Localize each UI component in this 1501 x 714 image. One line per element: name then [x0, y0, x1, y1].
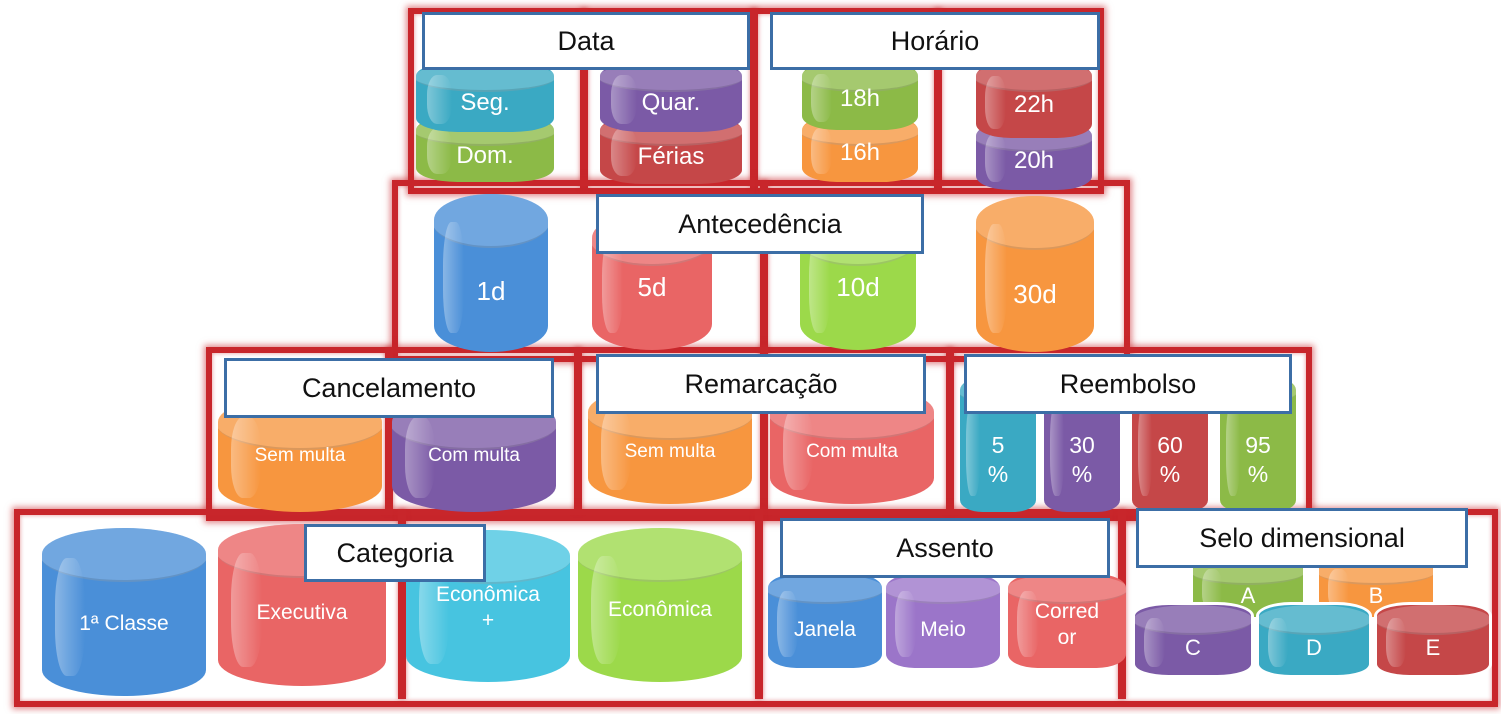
- label-data: Data: [422, 12, 750, 70]
- cylinder-label: Com multa: [428, 445, 520, 467]
- cylinder-selo-c: C: [1132, 602, 1254, 678]
- cylinder-selo-e: E: [1374, 602, 1492, 678]
- cylinder-label: C: [1185, 635, 1201, 661]
- label-antecedencia: Antecedência: [596, 194, 924, 254]
- shelf-bottom-divider: [398, 509, 406, 699]
- cylinder-label: 5 %: [987, 432, 1009, 487]
- cylinder-label: 20h: [1013, 147, 1055, 174]
- cylinder-label: A: [1240, 583, 1256, 609]
- cylinder-label: 1d: [476, 275, 506, 306]
- cylinder-corredor: Corred or: [1008, 574, 1126, 668]
- shelf-third-divider: [574, 347, 582, 512]
- cylinder-label: Sem multa: [624, 441, 716, 463]
- cylinder-seg: Seg.: [416, 62, 554, 132]
- cylinder-label: 30d: [1013, 278, 1057, 309]
- cylinder-label: 22h: [1013, 91, 1055, 118]
- cylinder-label: 10d: [836, 271, 880, 302]
- cylinder-label: Férias: [637, 143, 705, 170]
- cylinder-label: 60 %: [1157, 432, 1183, 487]
- cylinder-selo-d: D: [1256, 602, 1372, 678]
- shelf-third-divider: [760, 347, 768, 512]
- label-categoria: Categoria: [304, 524, 486, 582]
- cylinder-label: Quar.: [641, 89, 701, 116]
- cylinder-label: 1ª Classe: [79, 611, 169, 635]
- cylinder-label: Com multa: [806, 441, 898, 463]
- cylinder-economica-plus: Econômica +: [406, 530, 570, 682]
- cylinder-1d: 1d: [434, 194, 548, 352]
- cylinder-30d: 30d: [976, 196, 1094, 352]
- cylinder-label: Meio: [920, 617, 966, 641]
- shelf-bottom-divider: [755, 509, 763, 699]
- cylinder-economica: Econômica: [578, 528, 742, 682]
- cylinder-label: 95 %: [1245, 432, 1271, 487]
- label-assento: Assento: [780, 518, 1110, 578]
- cylinder-label: Corred or: [1034, 599, 1100, 649]
- label-remarcacao: Remarcação: [596, 354, 926, 414]
- cylinder-label: B: [1368, 583, 1384, 609]
- label-horario: Horário: [770, 12, 1100, 70]
- shelf-third-divider: [946, 347, 954, 512]
- cylinder-janela: Janela: [768, 574, 882, 668]
- cylinder-label: 5d: [637, 271, 667, 302]
- label-selo-dimensional: Selo dimensional: [1136, 508, 1468, 568]
- cylinder-label: Executiva: [256, 600, 348, 624]
- cylinder-label: Econômica: [608, 597, 712, 621]
- cylinder-label: 30 %: [1069, 432, 1095, 487]
- cylinder-label: Econômica +: [436, 582, 540, 632]
- cylinder-meio: Meio: [886, 574, 1000, 668]
- cylinder-label: Sem multa: [254, 445, 346, 467]
- shelf-second-divider: [760, 180, 768, 355]
- label-reembolso: Reembolso: [964, 354, 1292, 414]
- shelf-top-divider: [580, 8, 588, 188]
- cylinder-label: Seg.: [460, 89, 510, 116]
- shelf-top-divider: [750, 8, 758, 188]
- cylinder-label: E: [1425, 635, 1441, 661]
- label-cancelamento: Cancelamento: [224, 358, 554, 418]
- shelf-top-divider: [934, 8, 942, 188]
- shelf-third-divider: [385, 347, 393, 512]
- cylinder-label: 16h: [839, 139, 881, 166]
- cylinder-label: 18h: [839, 85, 881, 112]
- cylinder-label: Dom.: [456, 142, 514, 169]
- cylinder-22h: 22h: [976, 62, 1092, 138]
- cylinder-primeira-classe: 1ª Classe: [42, 528, 206, 696]
- cylinder-label: D: [1306, 635, 1322, 661]
- cylinder-quar: Quar.: [600, 62, 742, 132]
- cylinder-label: Janela: [794, 617, 856, 641]
- cylinder-18h: 18h: [802, 62, 918, 130]
